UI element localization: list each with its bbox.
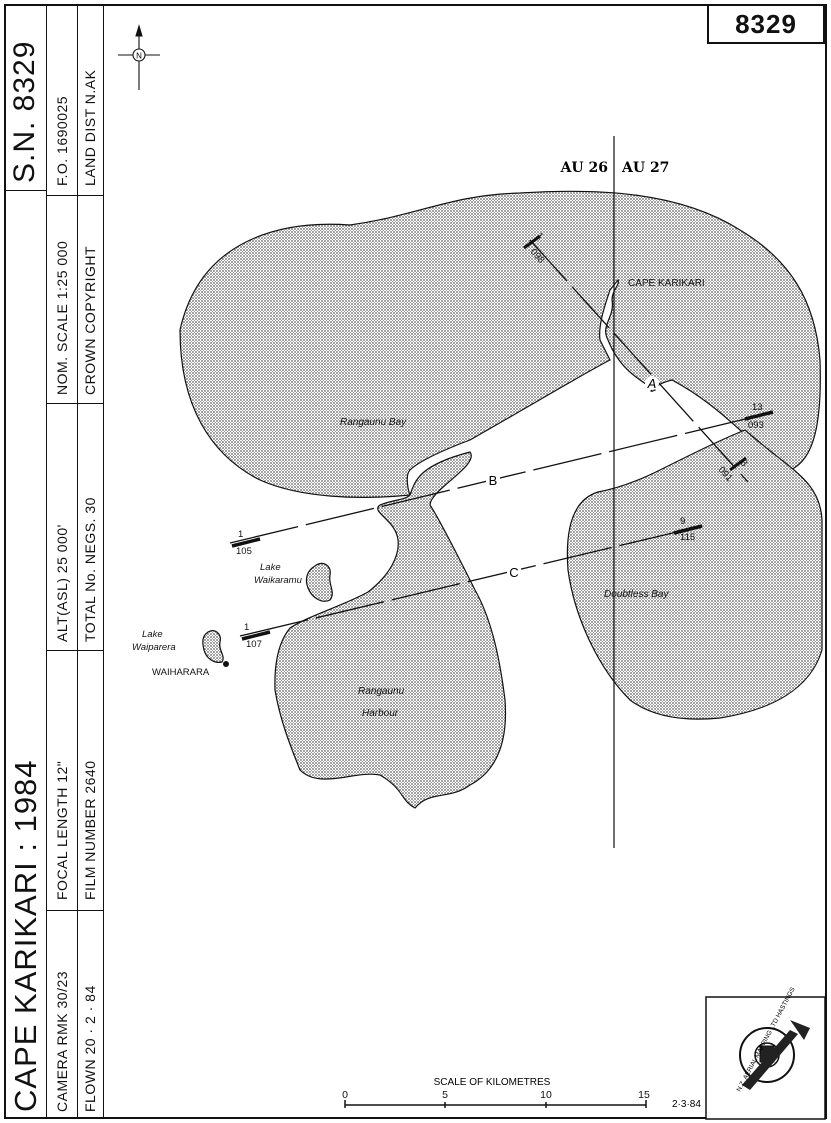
flight-line-b-end-mark <box>744 410 774 421</box>
date-stamp: 2·3·84 <box>672 1099 701 1110</box>
flight-line-a-start-mark <box>523 234 541 250</box>
waiharara-dot <box>223 661 229 667</box>
scale-tick-15: 15 <box>638 1089 650 1101</box>
line-b-start-top: 1 <box>238 529 243 540</box>
place-lake-waiparera-1: Lake <box>142 629 163 640</box>
scale-bar <box>344 1100 647 1108</box>
line-c-start-top: 1 <box>244 622 249 633</box>
strip-divider <box>103 4 104 1119</box>
flight-line-a <box>529 239 749 483</box>
flight-line-b-label: B <box>489 473 498 488</box>
lake-waiparera <box>202 630 224 663</box>
logo-emblem <box>739 1020 810 1090</box>
strip-separator <box>46 195 103 196</box>
scale-tick-5: 5 <box>442 1089 448 1101</box>
line-a-start-top: 1 <box>534 231 546 242</box>
line-c-end-bottom: 115 <box>680 532 695 543</box>
line-c-start-bottom: 107 <box>246 639 262 650</box>
strip-divider <box>46 4 47 1119</box>
sea-north <box>179 190 821 498</box>
flight-line-c-start-mark <box>241 630 271 641</box>
flight-line-c-end-mark <box>673 524 703 535</box>
place-rangaunu-harbour-1: Rangaunu <box>358 686 405 697</box>
line-b-start-bottom: 105 <box>236 546 252 557</box>
line-a-end-top: 8 <box>738 458 750 469</box>
strip-separator <box>46 910 103 911</box>
strip-separator <box>46 650 103 651</box>
map-number: 8329 <box>735 8 797 39</box>
place-rangaunu-harbour-2: Harbour <box>362 708 399 719</box>
map-frame <box>4 4 827 1119</box>
flight-line-b-start-mark <box>231 537 261 548</box>
strip-divider <box>77 4 78 1119</box>
grid-label-au27: AU 27 <box>621 160 669 176</box>
flight-line-c <box>239 525 703 637</box>
scale-tick-0: 0 <box>342 1089 348 1101</box>
strip-separator <box>46 403 103 404</box>
line-b-end-top: 13 <box>752 402 763 413</box>
flight-line-a-end-mark <box>729 456 747 472</box>
place-lake-waikaramu-1: Lake <box>260 562 281 573</box>
flight-line-a-label: A <box>647 376 657 391</box>
sea-rangaunu-harbour <box>274 451 507 809</box>
place-cape-karikari: CAPE KARIKARI <box>628 278 705 289</box>
grid-label-au26: AU 26 <box>560 160 608 176</box>
place-doubtless-bay: Doubtless Bay <box>604 589 669 600</box>
north-arrow-label: N <box>136 52 142 61</box>
place-lake-waiparera-2: Waiparera <box>132 642 176 653</box>
north-arrow <box>118 24 160 90</box>
line-b-end-bottom: 093 <box>748 420 764 431</box>
strip-separator <box>4 190 46 191</box>
lake-waikaramu <box>305 562 333 602</box>
flight-line-c-label: C <box>509 565 518 580</box>
map-number-box: 8329 <box>707 4 825 44</box>
place-rangaunu-bay: Rangaunu Bay <box>340 417 407 428</box>
sea-doubtless-bay <box>566 429 823 720</box>
scale-bar-title: SCALE OF KILOMETRES <box>434 1077 551 1088</box>
scale-tick-10: 10 <box>540 1089 552 1101</box>
place-lake-waikaramu-2: Waikaramu <box>254 575 303 586</box>
line-c-end-top: 9 <box>680 516 685 527</box>
place-waiharara: WAIHARARA <box>152 667 210 678</box>
